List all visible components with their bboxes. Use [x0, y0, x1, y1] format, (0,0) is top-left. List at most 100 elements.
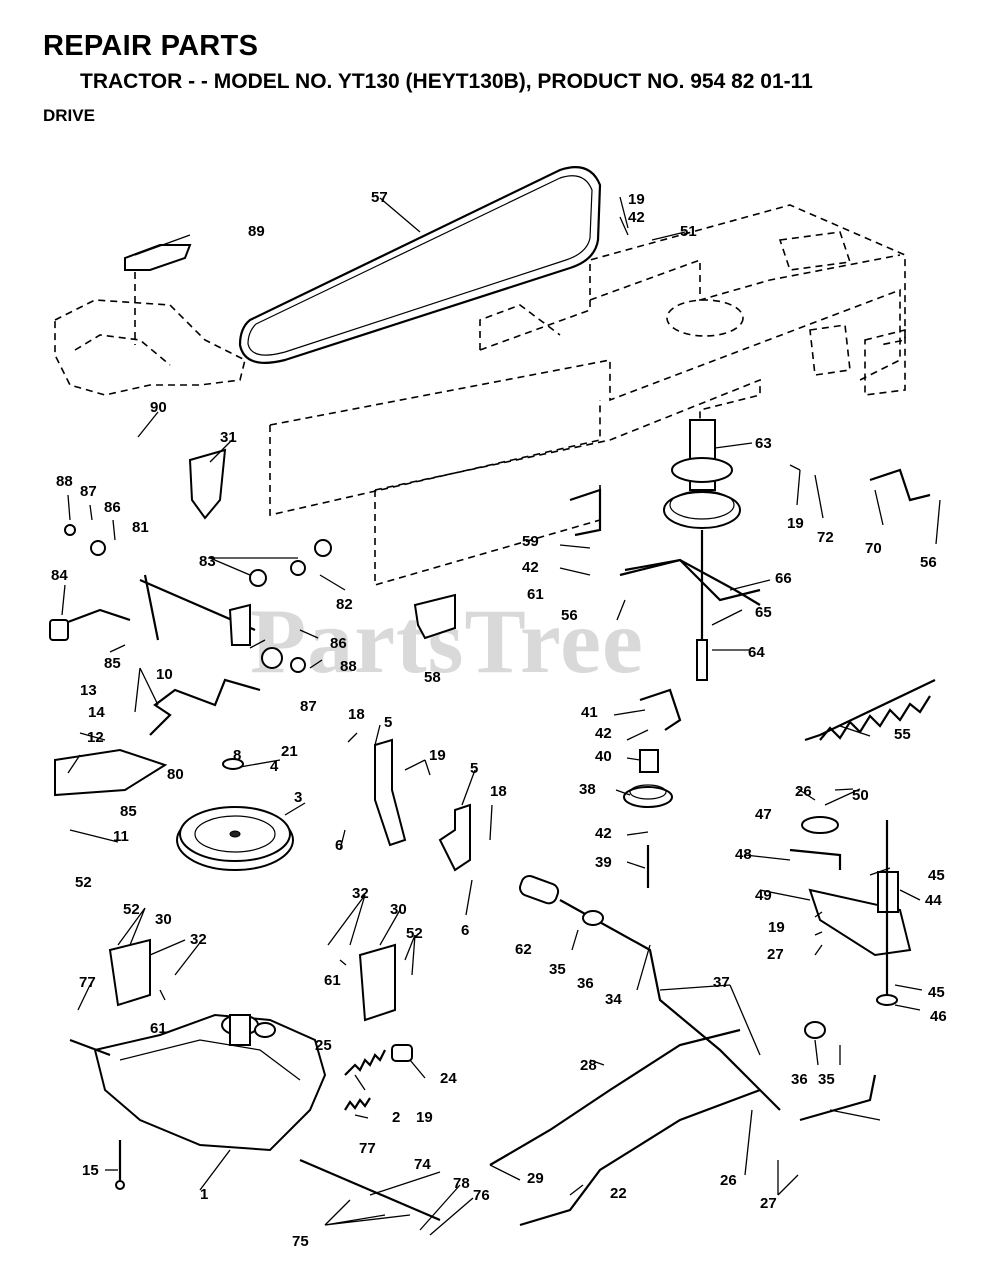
- callout: 85: [120, 803, 137, 820]
- brake-rod-28: [489, 1028, 741, 1166]
- callout: 70: [865, 540, 882, 557]
- callout: 5: [384, 714, 392, 731]
- clip-70: [869, 468, 931, 502]
- bracket: [188, 448, 227, 520]
- pedal-rod: [559, 899, 781, 1111]
- idler-pulley-38: [623, 749, 673, 888]
- callout: 14: [88, 704, 105, 721]
- callout: 81: [132, 519, 149, 536]
- page-title: REPAIR PARTS: [43, 30, 259, 62]
- callout: 89: [248, 223, 265, 240]
- bracket-58: [413, 593, 456, 640]
- callout: 37: [713, 974, 730, 991]
- callout: 84: [51, 567, 68, 584]
- callout: 46: [930, 1008, 947, 1025]
- shift-linkage: [49, 524, 332, 797]
- callout: 52: [406, 925, 423, 942]
- callout: 27: [760, 1195, 777, 1212]
- callout: 52: [123, 901, 140, 918]
- callout: 45: [928, 984, 945, 1001]
- callout: 42: [595, 825, 612, 842]
- callout: 4: [270, 758, 279, 775]
- drive-belt: [238, 166, 602, 364]
- callout: 61: [150, 1020, 167, 1037]
- callout: 41: [581, 704, 598, 721]
- callout: 39: [595, 854, 612, 871]
- callout: 12: [87, 729, 104, 746]
- callout: 90: [150, 399, 167, 416]
- callout: 36: [577, 975, 594, 992]
- callout: 66: [775, 570, 792, 587]
- callout: 74: [414, 1156, 431, 1173]
- callout: 47: [755, 806, 772, 823]
- callout: 19: [628, 191, 645, 208]
- callout: 15: [82, 1162, 99, 1179]
- callout: 19: [787, 515, 804, 532]
- callout: 87: [80, 483, 97, 500]
- callout: 28: [580, 1057, 597, 1074]
- callout: 32: [190, 931, 207, 948]
- callout: 32: [352, 885, 369, 902]
- callout: 80: [167, 766, 184, 783]
- idler-arm: [624, 558, 761, 602]
- mount-bracket-left: [108, 938, 151, 1007]
- callout: 87: [300, 698, 317, 715]
- callout: 51: [680, 223, 697, 240]
- callout: 78: [453, 1175, 470, 1192]
- spring-small: [344, 1097, 371, 1111]
- callout: 75: [292, 1233, 309, 1250]
- callout: 8: [233, 747, 241, 764]
- callout: 6: [461, 922, 469, 939]
- callout: 57: [371, 189, 388, 206]
- callout: 26: [795, 783, 812, 800]
- callout: 56: [920, 554, 937, 571]
- callout: 58: [424, 669, 441, 686]
- callout: 50: [852, 787, 869, 804]
- callout: 13: [80, 682, 97, 699]
- callout: 3: [294, 789, 302, 806]
- callout: 35: [818, 1071, 835, 1088]
- callout: 2: [392, 1109, 400, 1126]
- callout-labels: 1 2 3 4 5 5 6 6 8 10 11 12 13 14 15 18 1…: [51, 189, 947, 1250]
- bracket-left: [374, 738, 407, 847]
- shift-plate: [124, 244, 192, 271]
- callout: 18: [490, 783, 507, 800]
- callout: 36: [791, 1071, 808, 1088]
- callout: 1: [200, 1186, 208, 1203]
- spring-clip-41: [639, 688, 682, 731]
- mount-bracket-right: [358, 943, 396, 1022]
- callout: 52: [75, 874, 92, 891]
- callout: 19: [429, 747, 446, 764]
- callout: 40: [595, 748, 612, 765]
- model-subtitle: TRACTOR - - MODEL NO. YT130 (HEYT130B), …: [80, 70, 813, 93]
- callout: 27: [767, 946, 784, 963]
- callout: 64: [748, 644, 765, 661]
- callout: 63: [755, 435, 772, 452]
- callout: 19: [416, 1109, 433, 1126]
- callout: 61: [324, 972, 341, 989]
- callout: 77: [79, 974, 96, 991]
- callout: 42: [522, 559, 539, 576]
- callout: 6: [335, 837, 343, 854]
- callout: 83: [199, 553, 216, 570]
- callout: 49: [755, 887, 772, 904]
- drive-rod-22: [519, 1088, 761, 1227]
- transmission-pulley: [176, 758, 294, 871]
- callout: 56: [561, 607, 578, 624]
- callout: 48: [735, 846, 752, 863]
- callout: 72: [817, 529, 834, 546]
- callout: 85: [104, 655, 121, 672]
- callout: 61: [527, 586, 544, 603]
- section-label: DRIVE: [43, 106, 95, 125]
- callout: 42: [595, 725, 612, 742]
- callout: 86: [104, 499, 121, 516]
- callout: 29: [527, 1170, 544, 1187]
- bracket-right: [438, 803, 471, 872]
- callout: 42: [628, 209, 645, 226]
- callout: 19: [768, 919, 785, 936]
- callout: 22: [610, 1185, 627, 1202]
- callout: 21: [281, 743, 298, 760]
- callout: 44: [925, 892, 942, 909]
- frame-outline: [54, 204, 906, 587]
